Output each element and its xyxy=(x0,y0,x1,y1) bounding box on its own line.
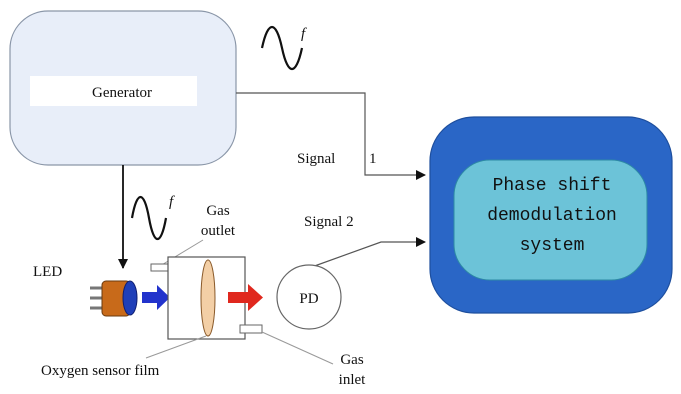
red-light-arrow xyxy=(228,284,263,311)
led-label: LED xyxy=(33,264,62,280)
demod-inner-box xyxy=(453,159,648,281)
generator-label-bg xyxy=(30,76,197,106)
gas-outlet-leader xyxy=(159,239,204,267)
pd-label: PD xyxy=(299,291,318,307)
generator-label: Generator xyxy=(92,85,152,101)
film-leader xyxy=(145,335,207,359)
signal1-word: Signal xyxy=(297,151,335,167)
gas-inlet-label-2: inlet xyxy=(339,372,366,388)
signal2-label: Signal 2 xyxy=(304,214,354,230)
signal2-line xyxy=(308,237,426,269)
freq-symbol-lower: f xyxy=(169,194,175,210)
sine-wave-lower-icon xyxy=(130,195,168,241)
photodetector xyxy=(276,264,342,330)
gas-inlet-label-1: Gas xyxy=(340,352,363,368)
gas-inlet-tube xyxy=(239,324,263,334)
freq-symbol-top: f xyxy=(301,26,307,42)
gas-outlet-tube xyxy=(150,263,170,272)
demod-line-2: demodulation xyxy=(487,206,617,226)
signal1-number: 1 xyxy=(369,151,377,167)
gas-outlet-label-1: Gas xyxy=(206,203,229,219)
gas-inlet-leader xyxy=(261,331,334,365)
led-icon xyxy=(90,280,138,317)
demod-line-1: Phase shift xyxy=(493,176,612,196)
film-label: Oxygen sensor film xyxy=(41,363,160,379)
oxygen-sensor-film xyxy=(200,259,216,337)
gas-outlet-label-2: outlet xyxy=(201,223,236,239)
signal1-line xyxy=(236,92,426,180)
blue-light-arrow xyxy=(142,285,170,310)
sine-wave-top-icon xyxy=(260,26,304,70)
demod-line-3: system xyxy=(520,236,585,256)
